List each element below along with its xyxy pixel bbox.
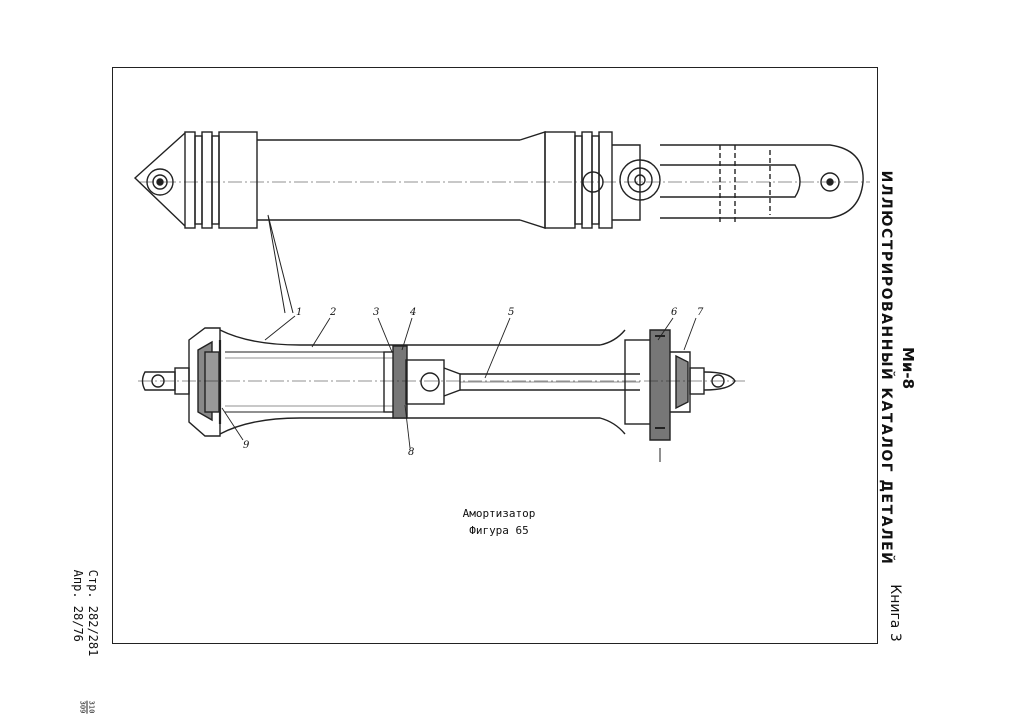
callout-leaders bbox=[221, 315, 697, 449]
page-number-bottom: 309 bbox=[78, 700, 87, 714]
callout-6: 6 bbox=[671, 307, 678, 318]
callout-1: 1 bbox=[296, 307, 302, 318]
book-label: Книга 3 bbox=[887, 584, 903, 642]
drawing-frame bbox=[112, 67, 878, 644]
catalog-header: Ми-8 ИЛЛЮСТРИРОВАННЫЙ КАТАЛОГ ДЕТАЛЕЙ bbox=[875, 171, 919, 566]
figure-caption: Амортизатор Фигура 65 bbox=[463, 505, 536, 539]
page-reference: Стр. 282/281 Апр. 28/76 bbox=[70, 570, 100, 657]
model-title: Ми-8 bbox=[899, 346, 917, 390]
callout-2: 2 bbox=[329, 307, 336, 318]
callout-3: 3 bbox=[373, 307, 379, 318]
page-ref: Стр. 282/281 bbox=[86, 569, 100, 657]
callout-8: 8 bbox=[408, 447, 414, 458]
callout-9: 9 bbox=[243, 440, 250, 451]
figure-name: Амортизатор bbox=[462, 507, 536, 520]
external-view bbox=[133, 131, 870, 229]
figure-number: Фигура 65 bbox=[469, 524, 529, 537]
page-number: 310 309 bbox=[78, 700, 96, 714]
date-ref: Апр. 28/76 bbox=[71, 569, 85, 642]
callout-4: 4 bbox=[409, 307, 416, 318]
section-view bbox=[138, 327, 745, 462]
callout-5: 5 bbox=[508, 307, 514, 318]
catalog-title: ИЛЛЮСТРИРОВАННЫЙ КАТАЛОГ ДЕТАЛЕЙ bbox=[878, 170, 894, 566]
callout-labels: 1 2 3 4 5 6 7 8 9 bbox=[243, 307, 704, 458]
page-number-top: 310 bbox=[86, 700, 96, 714]
callout-7: 7 bbox=[697, 307, 704, 318]
